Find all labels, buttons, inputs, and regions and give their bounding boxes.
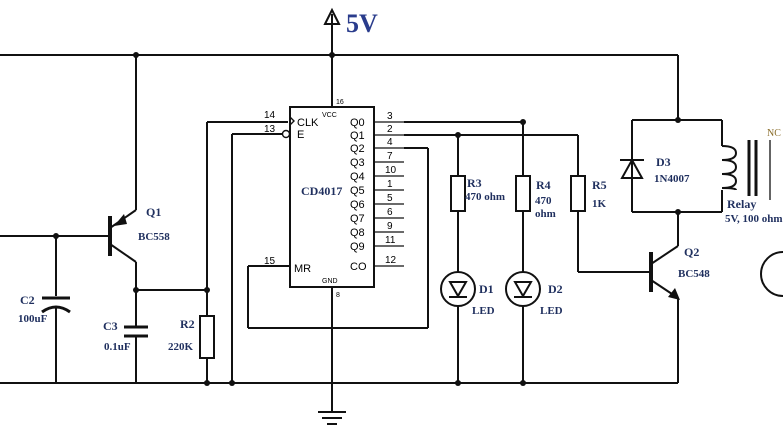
ic-gnd-pin: 8 xyxy=(336,292,340,299)
led-d2: D2 LED xyxy=(505,271,563,383)
ground-symbol xyxy=(318,383,346,425)
capacitor-c3: C3 0.1uF xyxy=(103,290,148,383)
resistor-r2: R2 220K xyxy=(168,122,215,383)
ic-out-9: Q9 xyxy=(350,241,365,253)
r5-ref: R5 xyxy=(592,178,607,192)
resistor-r4: R4 470 ohm xyxy=(515,122,556,272)
ic-en-label: E xyxy=(297,129,304,141)
c2-value: 100uF xyxy=(18,313,48,325)
resistor-r3: R3 470 ohm xyxy=(450,135,505,272)
r4-ref: R4 xyxy=(536,178,551,192)
ic-out-3: Q3 xyxy=(350,157,365,169)
lamp-partial xyxy=(760,251,783,297)
d1-ref: D1 xyxy=(479,282,494,296)
ic-out-6: Q6 xyxy=(350,199,365,211)
ic-pin-q4: 10 xyxy=(385,165,397,176)
ic-pin-q1: 2 xyxy=(387,124,393,135)
ic-vcc-label: VCC xyxy=(322,112,337,119)
c2-ref: C2 xyxy=(20,293,35,307)
relay-ref: Relay xyxy=(727,197,756,211)
r2-value: 220K xyxy=(168,341,194,353)
r2-ref: R2 xyxy=(180,317,195,331)
ic-cd4017: VCC 16 GND 8 CD4017 CLK 14 E 13 MR 15 Q0… xyxy=(264,99,404,383)
ic-out-co: CO xyxy=(350,261,367,273)
ic-out-5: Q5 xyxy=(350,185,365,197)
ic-pin-co: 12 xyxy=(385,255,397,266)
diode-d3: D3 1N4007 xyxy=(620,155,690,185)
ic-pin-q8: 9 xyxy=(387,221,393,232)
ic-out-1: Q1 xyxy=(350,130,365,142)
ic-vcc-pin: 16 xyxy=(336,99,344,106)
r4-value-1: 470 xyxy=(535,195,552,207)
q2-value: BC548 xyxy=(678,268,710,280)
transistor-q1: Q1 BC558 xyxy=(0,55,170,290)
ic-out-4: Q4 xyxy=(350,171,365,183)
relay-contact: NC xyxy=(767,128,781,139)
ic-pin-q2: 4 xyxy=(387,137,393,148)
supply-terminal: 5V xyxy=(323,7,378,101)
supply-label: 5V xyxy=(346,9,378,38)
ic-mr-pin: 15 xyxy=(264,256,276,267)
q2-ref: Q2 xyxy=(684,245,699,259)
relay-coil: Relay 5V, 100 ohm NC xyxy=(721,128,783,225)
c3-value: 0.1uF xyxy=(104,341,131,353)
ic-clk-label: CLK xyxy=(297,117,319,129)
q1-value: BC558 xyxy=(138,231,170,243)
d2-ref: D2 xyxy=(548,282,563,296)
ic-en-pin: 13 xyxy=(264,124,276,135)
d1-value: LED xyxy=(472,305,495,317)
ic-pin-q6: 5 xyxy=(387,193,393,204)
q1-ref: Q1 xyxy=(146,205,161,219)
resistor-r5: R5 1K xyxy=(570,135,651,273)
r5-value: 1K xyxy=(592,198,607,210)
ic-pin-q9: 11 xyxy=(385,235,396,246)
d2-value: LED xyxy=(540,305,563,317)
ic-out-7: Q7 xyxy=(350,213,365,225)
ic-pin-q3: 7 xyxy=(387,151,393,162)
r3-value: 470 ohm xyxy=(465,191,505,203)
ic-out-8: Q8 xyxy=(350,227,365,239)
ic-pin-q0: 3 xyxy=(387,111,393,122)
ic-gnd-label: GND xyxy=(322,278,338,285)
d3-ref: D3 xyxy=(656,155,671,169)
relay-value: 5V, 100 ohm xyxy=(725,213,783,225)
ic-out-2: Q2 xyxy=(350,143,365,155)
ic-mr-label: MR xyxy=(294,263,311,275)
d3-value: 1N4007 xyxy=(654,173,690,185)
led-d1: D1 LED xyxy=(440,271,495,383)
ic-name: CD4017 xyxy=(301,184,342,198)
ic-clk-pin: 14 xyxy=(264,110,276,121)
transistor-q2: Q2 BC548 xyxy=(649,212,710,383)
r4-value-2: ohm xyxy=(535,208,556,220)
ic-pin-q7: 6 xyxy=(387,207,393,218)
capacitor-c2: C2 100uF xyxy=(18,236,71,383)
r3-ref: R3 xyxy=(467,176,482,190)
ic-out-0: Q0 xyxy=(350,117,365,129)
ic-pin-q5: 1 xyxy=(387,179,393,190)
c3-ref: C3 xyxy=(103,319,118,333)
